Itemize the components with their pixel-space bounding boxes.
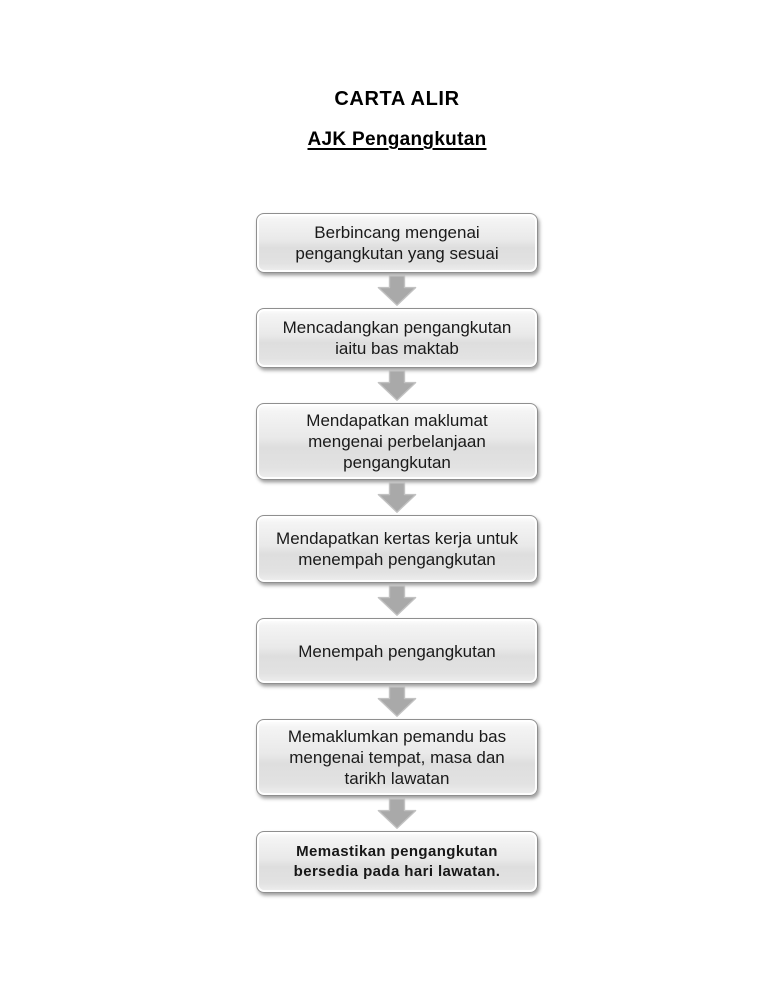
page-subtitle-text: AJK Pengangkutan bbox=[307, 129, 487, 150]
flow-step-label: Mendapatkan maklumat mengenai perbelanja… bbox=[306, 411, 488, 472]
arrow-down-icon bbox=[377, 585, 417, 616]
flow-step-label: Memaklumkan pemandu bas mengenai tempat,… bbox=[287, 727, 507, 788]
arrow-down-icon bbox=[377, 482, 417, 513]
flow-step-1: Berbincang mengenai pengangkutan yang se… bbox=[256, 213, 538, 273]
page-subtitle: AJK Pengangkutan bbox=[13, 111, 768, 151]
flow-step-label: Mendapatkan kertas kerja untuk menempah … bbox=[276, 529, 518, 569]
flow-step-3: Mendapatkan maklumat mengenai perbelanja… bbox=[256, 403, 538, 480]
flow-step-5: Menempah pengangkutan bbox=[256, 618, 538, 684]
flow-step-label: Mencadangkan pengangkutan iaitu bas makt… bbox=[282, 318, 512, 358]
arrow-down-icon bbox=[377, 275, 417, 306]
page-title: CARTA ALIR bbox=[334, 88, 460, 110]
arrow-down-icon bbox=[377, 370, 417, 401]
flow-step-2: Mencadangkan pengangkutan iaitu bas makt… bbox=[256, 308, 538, 368]
flowchart: Berbincang mengenai pengangkutan yang se… bbox=[255, 213, 539, 893]
arrow-down-icon bbox=[377, 798, 417, 829]
arrow-down-icon bbox=[377, 686, 417, 717]
flow-step-4: Mendapatkan kertas kerja untuk menempah … bbox=[256, 515, 538, 583]
flow-step-6: Memaklumkan pemandu bas mengenai tempat,… bbox=[256, 719, 538, 796]
flow-step-7: Memastikan pengangkutan bersedia pada ha… bbox=[256, 831, 538, 893]
flow-step-label: Berbincang mengenai pengangkutan yang se… bbox=[295, 223, 499, 263]
flow-step-label: Memastikan pengangkutan bersedia pada ha… bbox=[293, 843, 501, 880]
flow-step-label: Menempah pengangkutan bbox=[298, 641, 496, 661]
